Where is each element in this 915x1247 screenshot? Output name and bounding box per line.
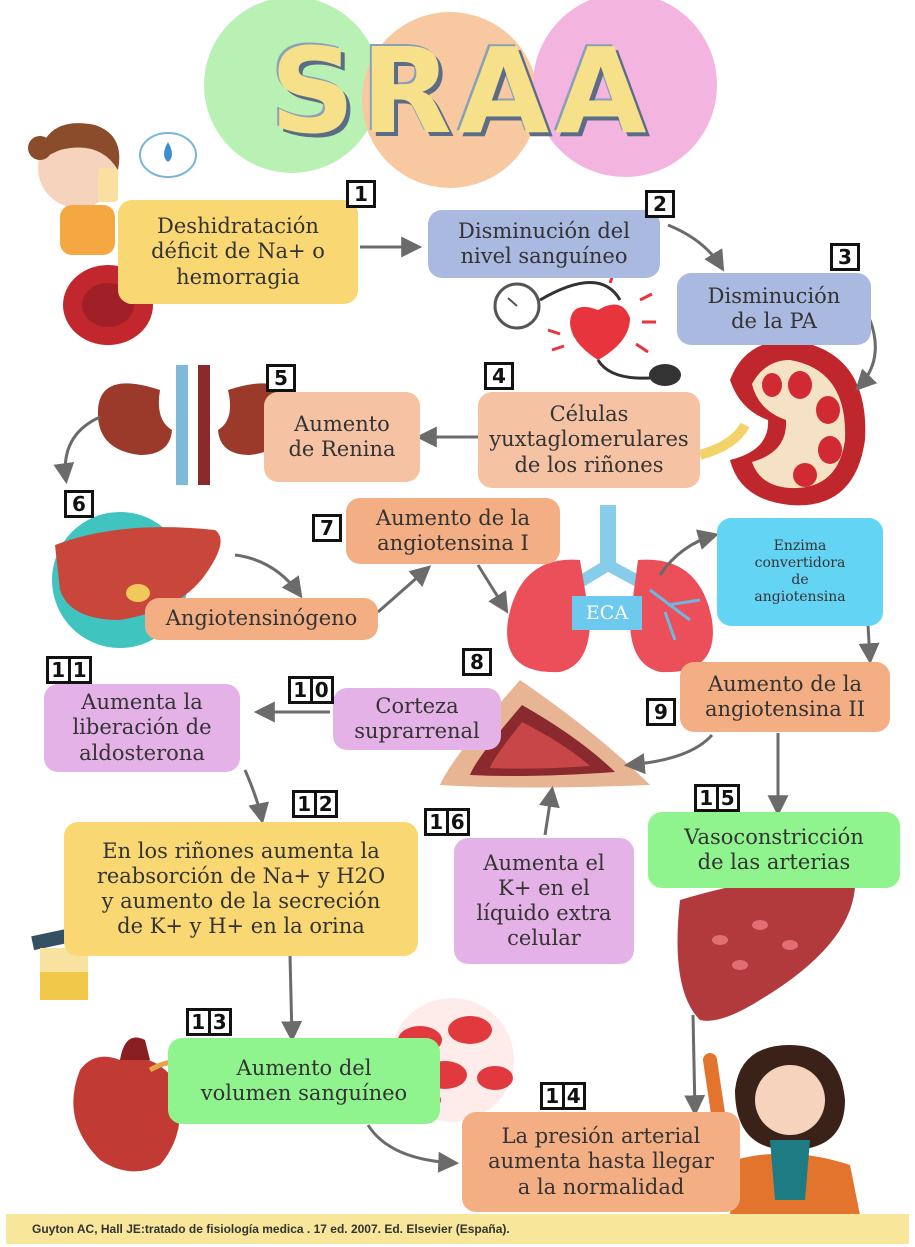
step-11-box: Aumenta la liberación de aldosterona: [44, 684, 240, 772]
arrow-11-to-12: [245, 770, 262, 820]
step-12-box: En los riñones aumenta la reabsorción de…: [64, 822, 418, 956]
arrow-7-to-lungs: [478, 565, 506, 610]
water-drop-bubble-icon: [140, 133, 196, 177]
eca-label: ECA: [572, 596, 642, 630]
arrow-16-to-adrenal: [545, 790, 552, 835]
step-6-number: 6: [64, 490, 94, 518]
step-14-box: La presión arterial aumenta hasta llegar…: [462, 1112, 740, 1212]
step-13-box: Aumento del volumen sanguíneo: [168, 1038, 440, 1124]
step-8-number: 8: [462, 648, 492, 676]
step-9-box: Aumento de la angiotensina II: [680, 662, 890, 732]
arrow-2-to-3: [668, 225, 722, 268]
step-3-number: 3: [830, 243, 860, 271]
step-1-box: Deshidratación déficit de Na+ o hemorrag…: [118, 200, 358, 304]
step-16-box: Aumenta el K+ en el líquido extra celula…: [454, 838, 634, 964]
step-2-number: 2: [645, 190, 675, 218]
step-9-number: 9: [646, 698, 676, 726]
arrow-9-to-adrenal: [628, 735, 712, 765]
kidneys-pair-icon: [98, 365, 292, 485]
step-10-box: Corteza suprarrenal: [333, 688, 501, 750]
step-5-box: Aumento de Renina: [264, 392, 420, 482]
step-1-number: 1: [346, 180, 376, 208]
step-7-box: Aumento de la angiotensina I: [346, 498, 560, 564]
arrow-15-to-14: [693, 1015, 695, 1112]
thirsty-girl-illustration: [28, 123, 119, 255]
step-7-number: 7: [312, 514, 342, 542]
kidney-cross-section-icon: [700, 340, 865, 505]
step-4-number: 4: [484, 362, 514, 390]
citation-footer: Guyton AC, Hall JE:tratado de fisiología…: [6, 1214, 909, 1244]
arrow-5-to-6: [65, 417, 100, 480]
arrow-6-to-angiotensinogen: [235, 555, 300, 595]
artery-icon: [678, 868, 859, 1021]
blood-pressure-heart-icon: [495, 272, 681, 386]
arrow-enzyme-to-9: [868, 625, 870, 660]
step-3-box: Disminución de la PA: [677, 273, 871, 345]
arrow-angiotensinogen-to-7: [378, 568, 428, 612]
step-6-box: Angiotensinógeno: [145, 598, 378, 640]
step-4-box: Células yuxtaglomerulares de los riñones: [478, 392, 700, 488]
enzyme-box: Enzima convertidora de angiotensina: [717, 518, 883, 626]
arrow-13-to-14: [368, 1125, 455, 1163]
step-15-box: Vasoconstricción de las arterias: [648, 812, 900, 888]
page-title: SRAA: [270, 22, 650, 160]
arrow-12-to-13: [290, 955, 292, 1038]
step-2-box: Disminución del nivel sanguíneo: [428, 210, 660, 278]
step-5-number: 5: [266, 364, 296, 392]
